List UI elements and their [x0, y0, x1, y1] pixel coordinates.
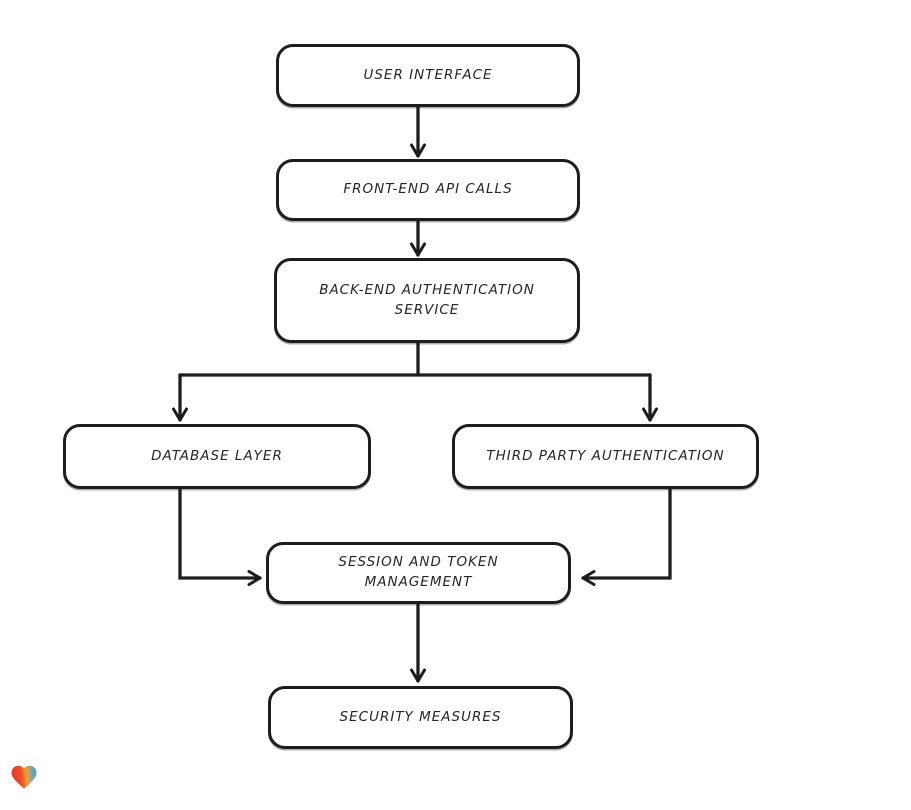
node-back-end-authentication-service: BACK-END AUTHENTICATION SERVICE: [274, 258, 580, 343]
edge-thirdparty-to-session: [581, 488, 672, 586]
node-third-party-authentication: THIRD PARTY AUTHENTICATION: [452, 424, 759, 489]
node-security-measures: SECURITY MEASURES: [268, 686, 573, 749]
node-label: THIRD PARTY AUTHENTICATION: [486, 447, 725, 464]
node-front-end-api-calls: FRONT-END API CALLS: [276, 159, 580, 221]
node-database-layer: DATABASE LAYER: [63, 424, 371, 489]
heart-logo-icon: [11, 765, 37, 789]
node-session-and-token-management: SESSION AND TOKEN MANAGEMENT: [266, 542, 571, 604]
node-label: USER INTERFACE: [363, 66, 493, 83]
node-label: SESSION AND TOKEN MANAGEMENT: [338, 554, 499, 590]
node-label: DATABASE LAYER: [151, 447, 283, 464]
edge-database-to-session: [178, 488, 262, 586]
node-user-interface: USER INTERFACE: [276, 44, 580, 107]
node-label: SECURITY MEASURES: [339, 708, 502, 725]
node-label: FRONT-END API CALLS: [343, 181, 513, 198]
edge-backend-branch-trunk: [178, 341, 652, 377]
node-label: BACK-END AUTHENTICATION SERVICE: [319, 281, 535, 318]
